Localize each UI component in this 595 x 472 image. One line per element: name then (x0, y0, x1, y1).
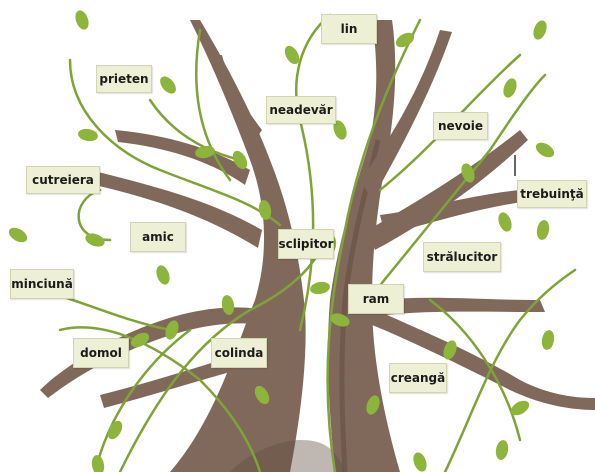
word-card-amic[interactable]: amic (130, 222, 186, 252)
word-card-domol[interactable]: domol (73, 338, 129, 368)
word-card-neadevar[interactable]: neadevăr (266, 96, 336, 124)
word-card-prieten[interactable]: prieten (96, 65, 152, 93)
word-card-trebuinta[interactable]: trebuinţă (517, 180, 587, 208)
word-card-lin[interactable]: lin (321, 14, 377, 44)
word-card-nevoie[interactable]: nevoie (433, 112, 488, 140)
tree-trunk-and-branches (40, 20, 595, 472)
word-card-stralucitor[interactable]: strălucitor (423, 242, 501, 272)
word-card-ram[interactable]: ram (348, 284, 404, 314)
word-card-cutreiera[interactable]: cutreiera (26, 166, 100, 194)
word-card-minciuna[interactable]: minciună (10, 269, 74, 299)
word-card-creanga[interactable]: creangă (389, 363, 447, 393)
word-card-colinda[interactable]: colinda (211, 338, 267, 368)
word-card-sclipitor[interactable]: sclipitor (278, 229, 334, 259)
